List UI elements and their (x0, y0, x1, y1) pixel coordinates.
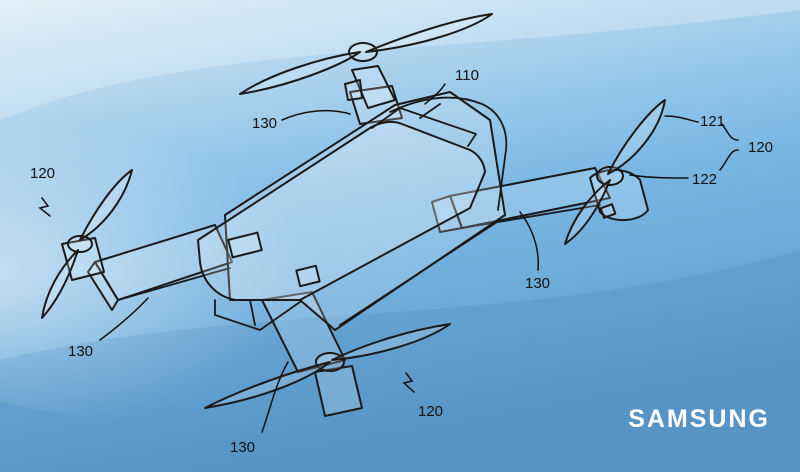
propeller-left (41, 169, 133, 319)
background-wave (0, 250, 800, 472)
label-propeller-assembly-bottom: 120 (418, 403, 443, 420)
propeller-top (239, 13, 493, 109)
label-propeller-hub: 122 (692, 171, 717, 188)
background-wave (0, 0, 800, 120)
samsung-logo: SAMSUNG (628, 405, 770, 433)
label-body: 110 (455, 67, 479, 84)
leader-lines (38, 83, 739, 433)
arm-bottom (261, 291, 346, 373)
arm-right (431, 167, 611, 233)
label-arm-top: 130 (252, 115, 277, 132)
propeller-bottom (204, 323, 451, 417)
background-glow (0, 100, 470, 420)
propeller-right (564, 99, 666, 245)
drone-body (197, 91, 508, 331)
label-arm-right: 130 (525, 275, 550, 292)
label-arm-left: 130 (68, 343, 93, 360)
label-propeller-assembly-top-right: 120 (748, 139, 773, 156)
label-arm-bottom: 130 (230, 439, 255, 456)
label-propeller-assembly-left: 120 (30, 165, 55, 182)
label-propeller-blade: 121 (700, 113, 725, 130)
